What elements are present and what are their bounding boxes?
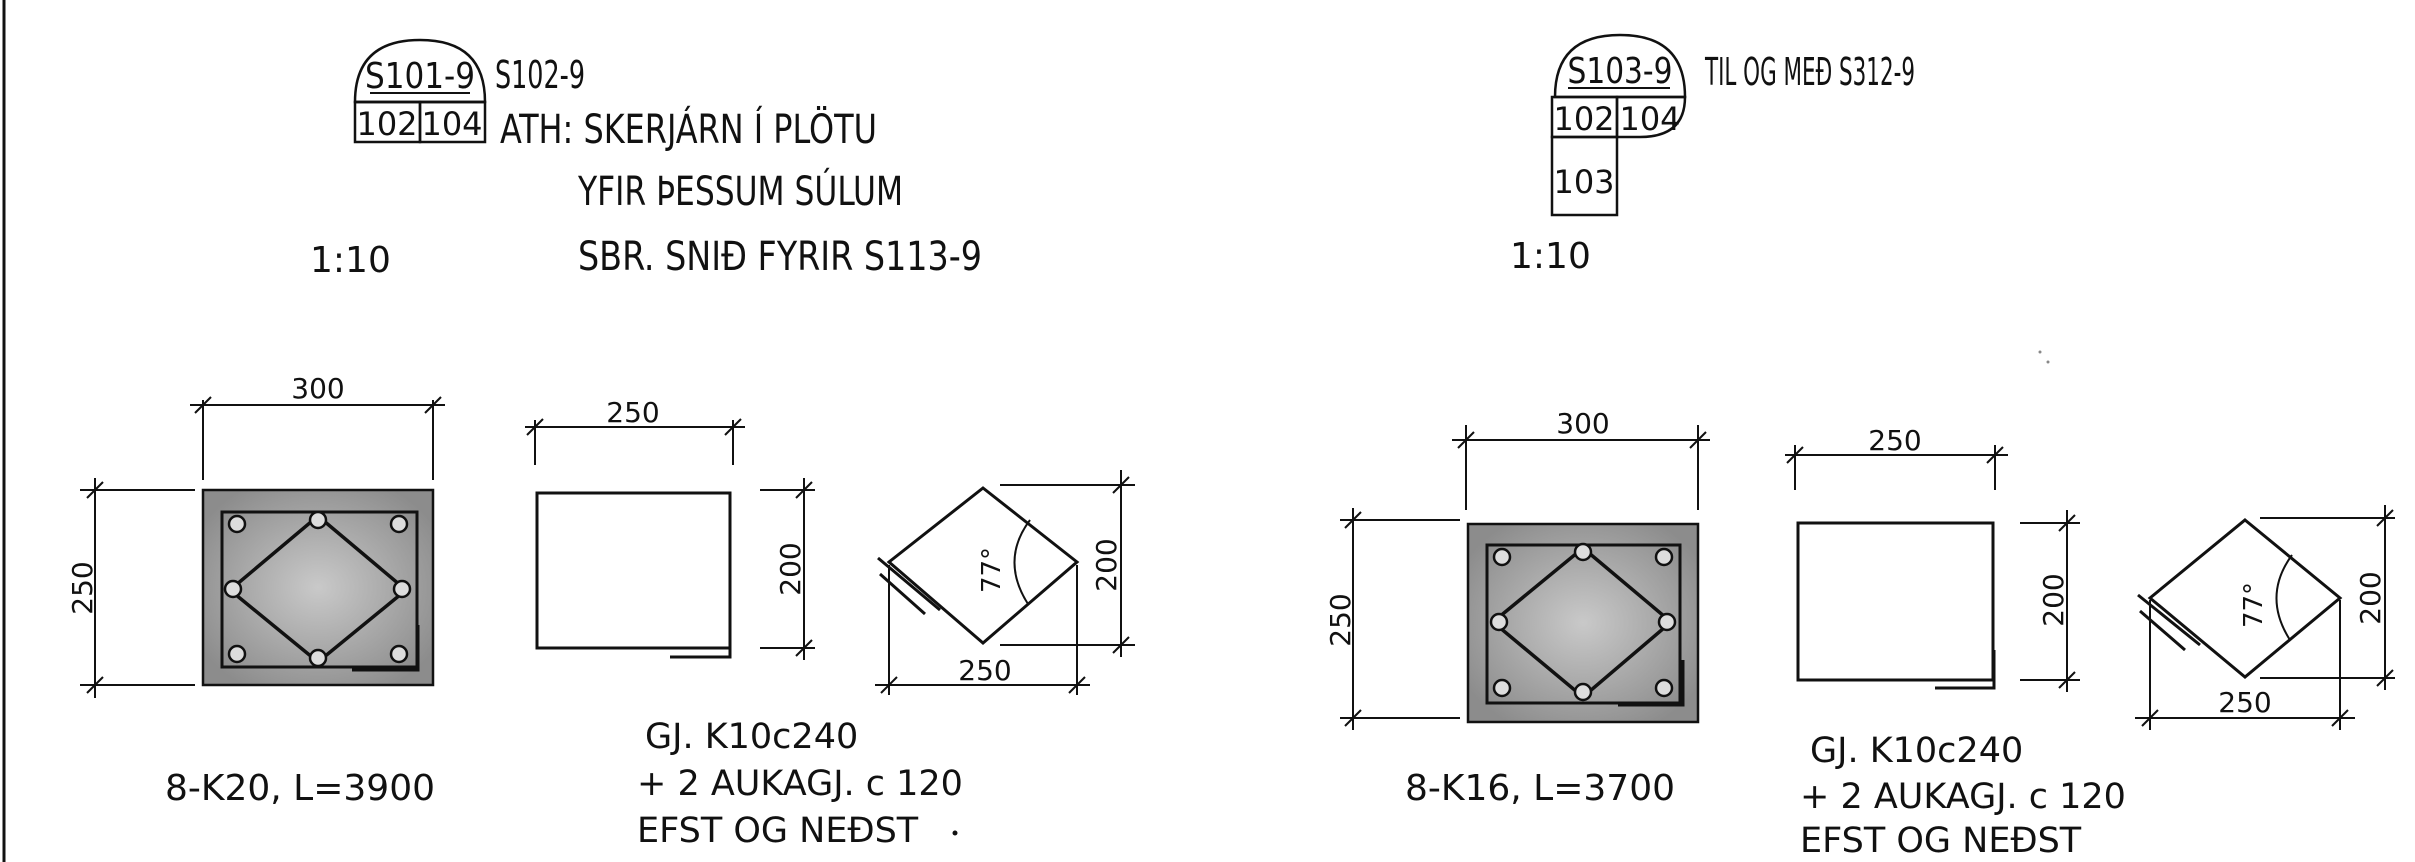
left-detail: S101-9 102 104 S102-9 ATH: SKERJÁRN Í PL… [66, 38, 1135, 851]
left-also-label: S102-9 [495, 53, 585, 97]
right-detail: S103-9 102 104 103 TIL OG MEÐ S312-9 1:1… [1324, 33, 2395, 861]
right-bubble-top: S103-9 [1568, 51, 1673, 92]
speck [952, 830, 958, 836]
left-stirrup-dim-h: 200 [774, 542, 807, 595]
left-column-section: 300 250 8-K20, L=3900 [66, 372, 445, 809]
right-scale: 1:10 [1510, 236, 1591, 277]
left-diamond-dim-w: 250 [958, 654, 1011, 687]
right-stirrup-detail: 250 200 [1785, 424, 2080, 692]
right-bubble-cell-3: 103 [1553, 163, 1614, 201]
left-stirrup-dim-w: 250 [606, 396, 659, 429]
left-bubble-cell-1: 102 [356, 105, 417, 143]
left-column-dim-h: 250 [66, 561, 99, 614]
left-note-line-1: ATH: SKERJÁRN Í PLÖTU [500, 105, 877, 153]
left-diamond-angle: 77° [977, 547, 1007, 593]
right-bubble-cell-1: 102 [1553, 100, 1614, 138]
left-diamond-detail: 77° 200 250 [875, 470, 1135, 695]
speck [2038, 350, 2042, 354]
speck [2046, 360, 2050, 364]
left-column-dim-w: 300 [291, 372, 344, 405]
left-bubble-cell-2: 104 [421, 105, 482, 143]
right-column-dim-w: 300 [1556, 407, 1609, 440]
left-note-line-2: YFIR ÞESSUM SÚLUM [577, 167, 903, 215]
left-rebar-label: 8-K20, L=3900 [165, 768, 435, 809]
left-note-line-3: SBR. SNIÐ FYRIR S113-9 [578, 234, 982, 280]
right-stirrup-note-2: + 2 AUKAGJ. c 120 [1800, 777, 2126, 817]
right-column-dim-h: 250 [1324, 593, 1357, 646]
right-also-label: TIL OG MEÐ S312-9 [1704, 50, 1915, 94]
right-section-bubble: S103-9 102 104 103 [1550, 33, 1687, 217]
right-stirrup-note-3: EFST OG NEÐST [1800, 821, 2082, 861]
left-stirrup-note-3: EFST OG NEÐST [637, 811, 919, 851]
right-diamond-dim-h: 200 [2354, 571, 2387, 624]
right-rebar-label: 8-K16, L=3700 [1405, 768, 1675, 809]
right-diamond-dim-w: 250 [2218, 686, 2271, 719]
left-stirrup-note-1: GJ. K10c240 [645, 717, 858, 757]
right-diamond-detail: 77° 200 250 [2135, 505, 2395, 730]
right-diamond-angle: 77° [2239, 582, 2269, 628]
right-column-section: 300 250 8-K16, L=3700 [1324, 407, 1710, 809]
left-stirrup-note-2: + 2 AUKAGJ. c 120 [637, 764, 963, 804]
right-stirrup-dim-w: 250 [1868, 424, 1921, 457]
left-stirrup-detail: 250 200 [525, 396, 815, 660]
left-diamond-dim-h: 200 [1090, 538, 1123, 591]
left-scale: 1:10 [310, 240, 391, 281]
right-bubble-cell-2: 104 [1619, 100, 1680, 138]
left-section-bubble: S101-9 102 104 [353, 38, 487, 144]
left-bubble-top: S101-9 [365, 56, 475, 97]
right-stirrup-note-1: GJ. K10c240 [1810, 731, 2023, 771]
right-stirrup-dim-h: 200 [2037, 573, 2070, 626]
